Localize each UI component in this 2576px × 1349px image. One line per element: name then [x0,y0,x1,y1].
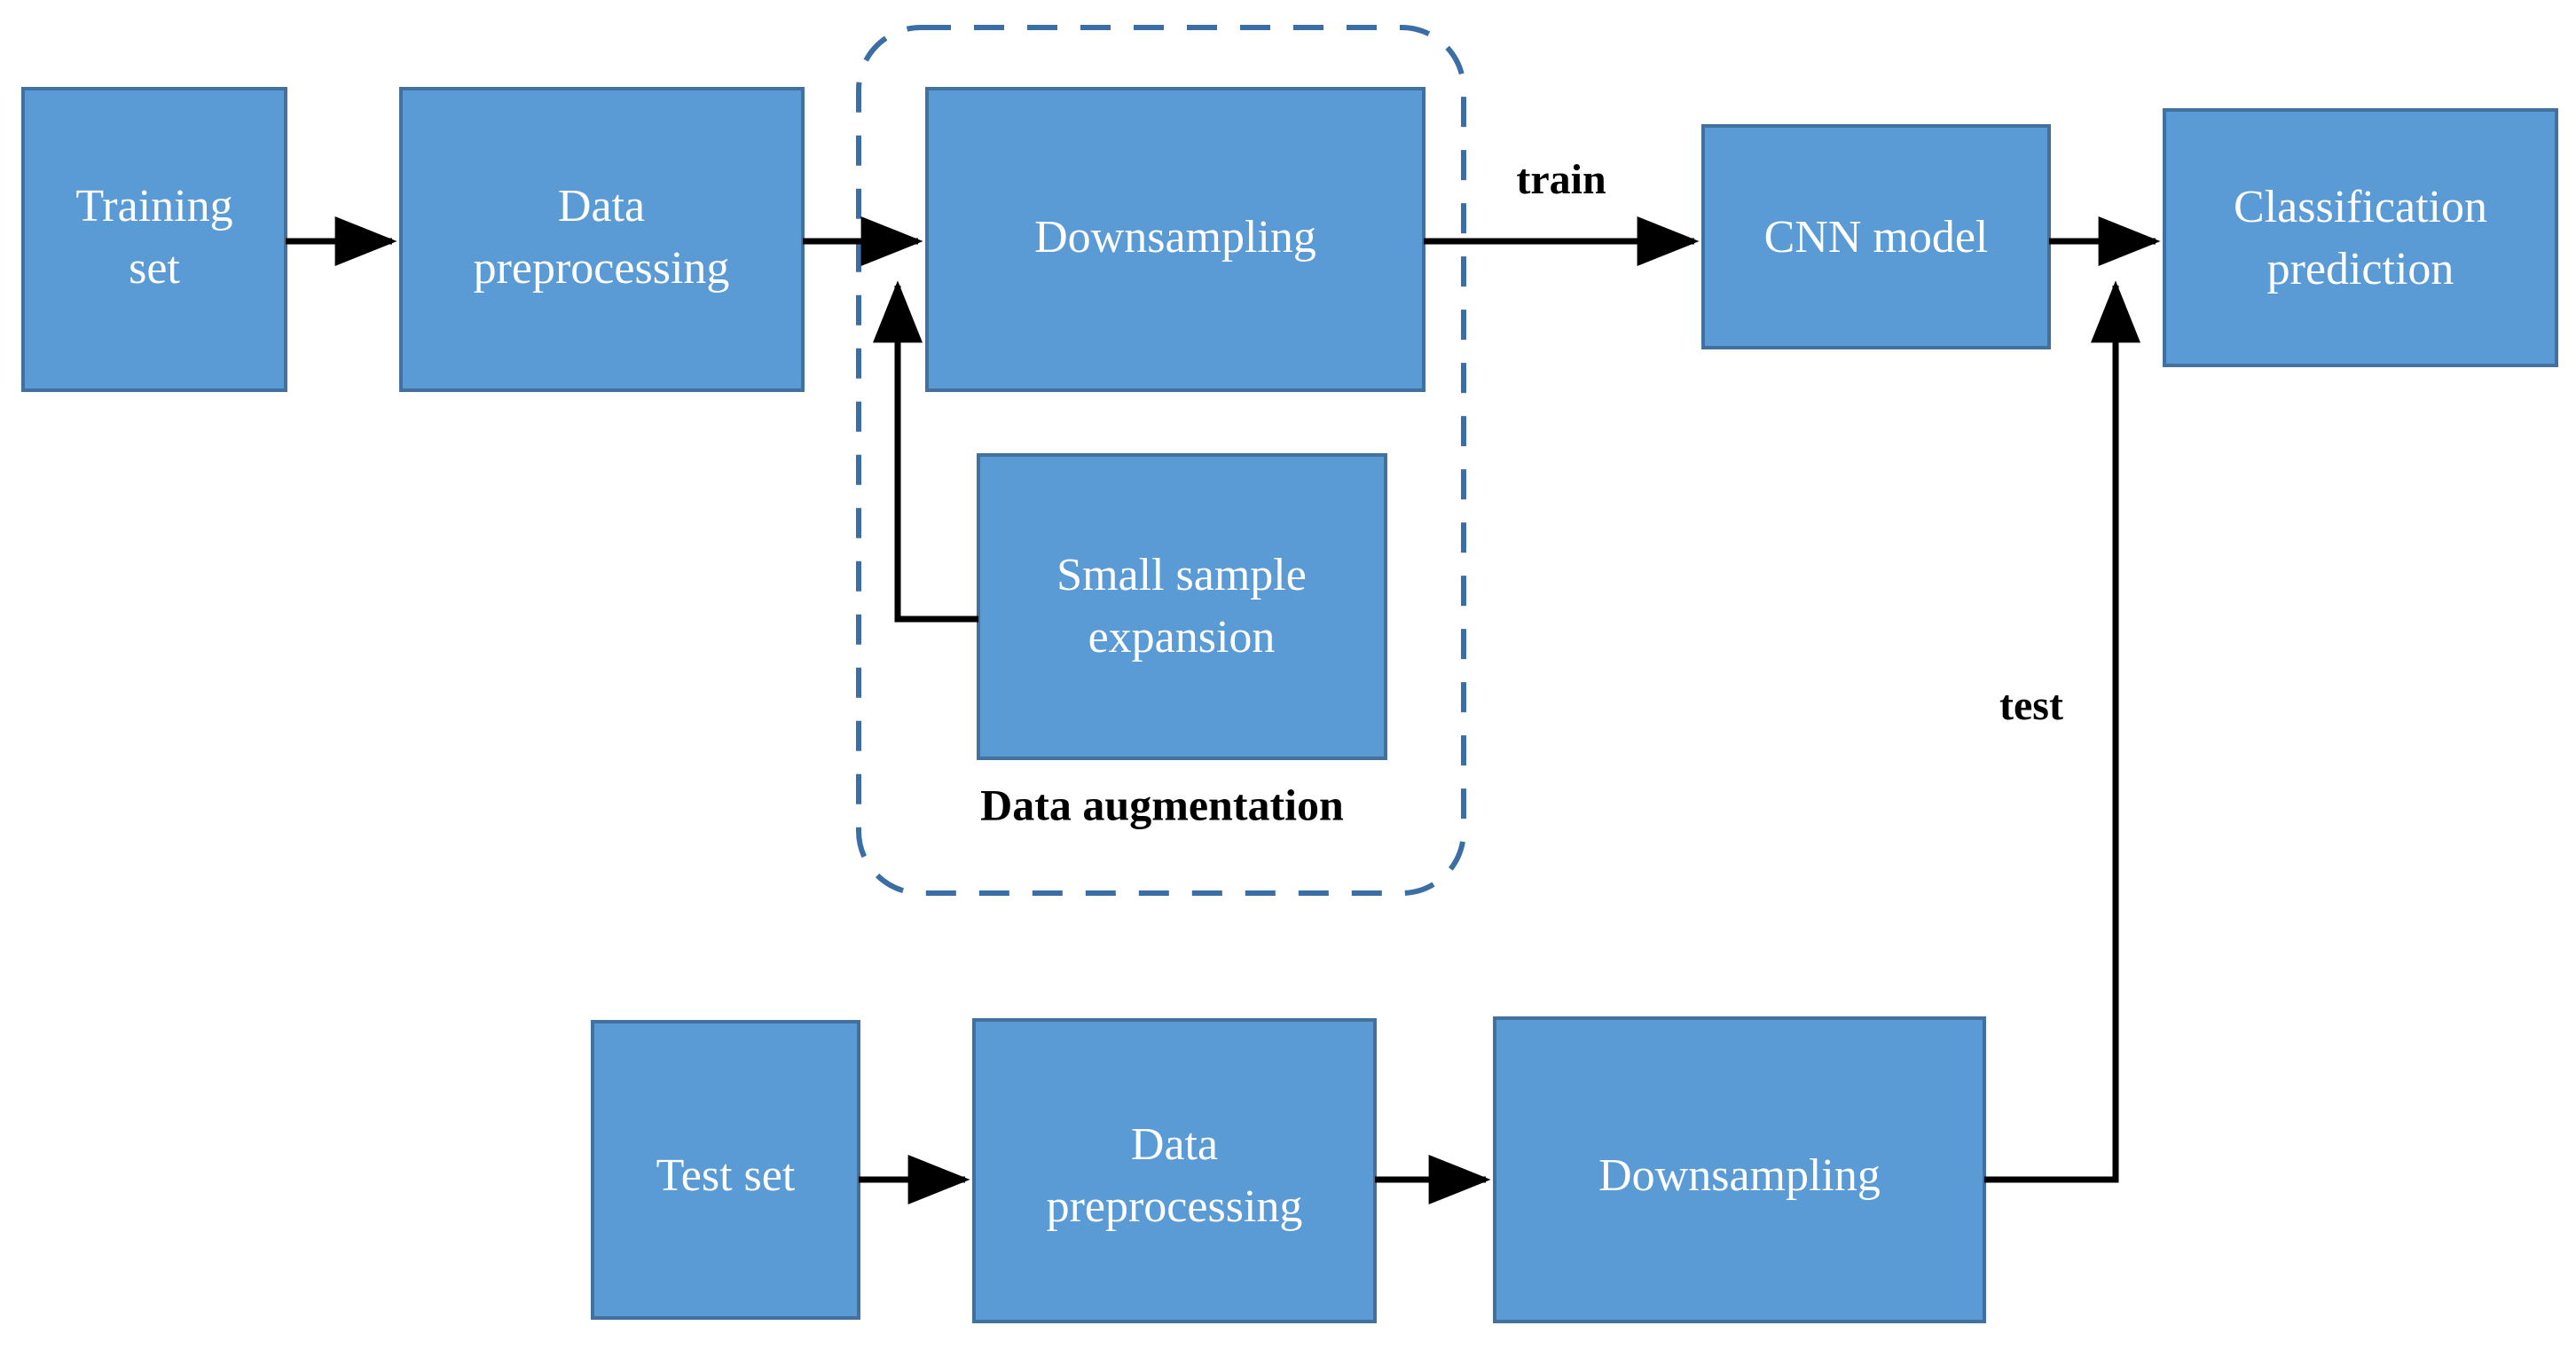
node-test-set-label-line1: Test set [656,1150,796,1201]
node-data-preprocessing-bottom[interactable] [972,1018,1377,1323]
node-data-preprocessing-top-label-line1: Data [558,181,645,231]
node-small-sample-expansion[interactable] [977,453,1387,760]
node-test-set[interactable] [591,1020,860,1320]
node-downsampling-bottom-label-line1: Downsampling [1598,1150,1881,1201]
node-classification-prediction[interactable] [2163,108,2558,367]
data-augmentation-group-label: Data augmentation [980,780,1344,829]
node-classification-prediction-label-line2: prediction [2267,244,2454,294]
node-data-preprocessing-bottom-label-line1: Data [1131,1119,1218,1170]
node-downsampling-top[interactable] [925,87,1425,392]
node-data-preprocessing-top-label-line2: preprocessing [474,243,730,294]
node-training-set-label-line1: Training [75,181,232,231]
node-cnn-model[interactable] [1701,124,2051,349]
node-cnn-model-label-line1: CNN model [1764,212,1989,263]
node-training-set[interactable] [21,87,287,392]
edge-label-train: train [1516,156,1606,203]
node-small-sample-expansion-label-line1: Small sample [1056,550,1307,600]
node-classification-prediction-label-line1: Classification [2234,182,2487,232]
node-data-preprocessing-top[interactable] [399,87,805,392]
data-augmentation-group-border [856,25,1466,896]
node-training-set-label-line2: set [129,243,180,294]
edge-downsampling-bottom-to-classification-prediction [1984,280,2140,1183]
edge-label-test: test [1999,682,2063,729]
node-downsampling-top-label-line1: Downsampling [1034,212,1316,263]
node-downsampling-bottom[interactable] [1493,1016,1986,1323]
node-data-preprocessing-bottom-label-line2: preprocessing [1047,1181,1303,1232]
edge-small-sample-expansion-to-downsampling-top [873,280,978,623]
node-small-sample-expansion-label-line2: expansion [1088,612,1276,663]
